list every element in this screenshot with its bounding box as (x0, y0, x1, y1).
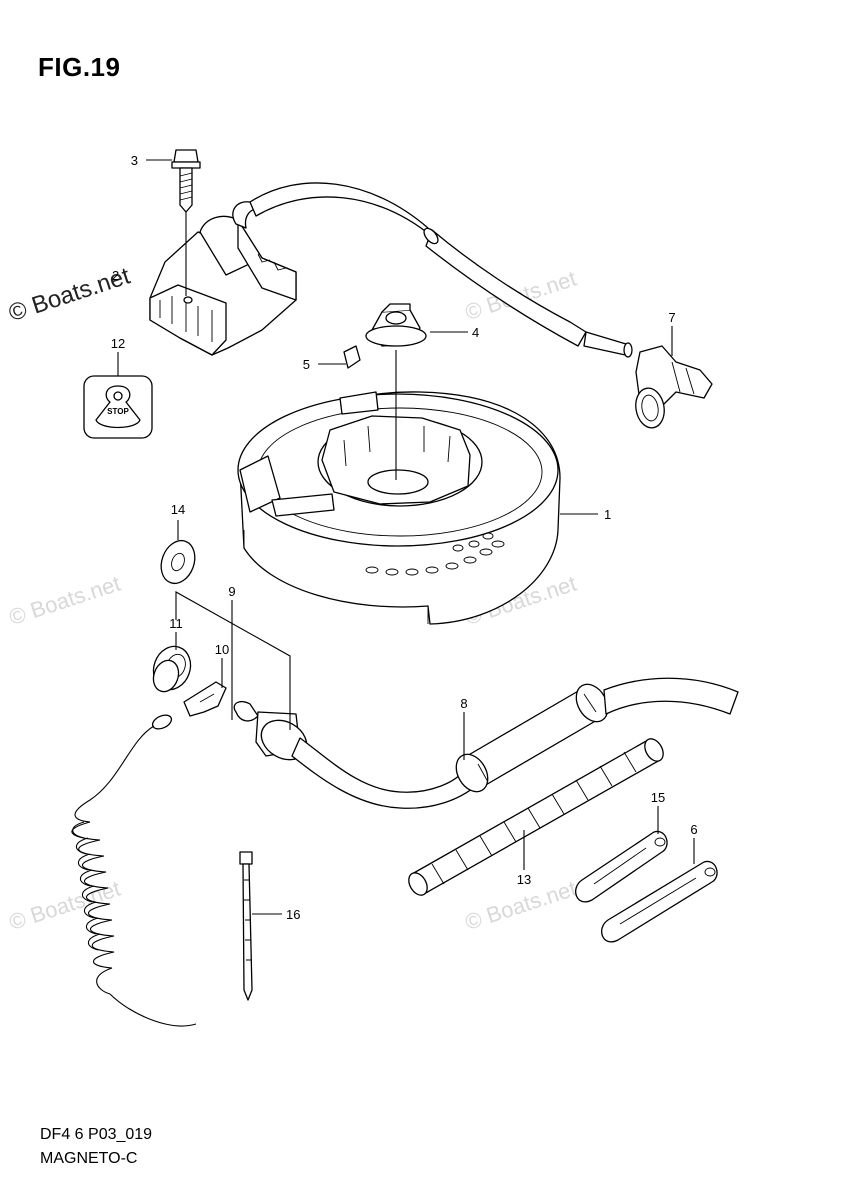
callout-8: 8 (460, 696, 467, 711)
flywheel-drawing (237, 391, 561, 625)
callout-7: 7 (668, 310, 675, 325)
callout-9: 9 (228, 584, 235, 599)
spiral-tube-drawing (408, 738, 664, 896)
stop-cable-drawing (233, 700, 479, 809)
callout-13: 13 (517, 872, 531, 887)
callout-10: 10 (215, 642, 229, 657)
callout-14: 14 (171, 502, 185, 517)
leader-lines (117, 159, 695, 915)
callout-12: 12 (111, 336, 125, 351)
figure-title: FIG.19 (38, 52, 121, 82)
callout-6: 6 (690, 822, 697, 837)
clips-drawing (575, 830, 718, 943)
callout-5: 5 (303, 357, 310, 372)
stop-switch-text: STOP (107, 407, 129, 416)
callout-3: 3 (131, 153, 138, 168)
small-parts-drawing (151, 539, 227, 730)
callout-15: 15 (651, 790, 665, 805)
ignition-coil-drawing (149, 149, 297, 356)
callout-16: 16 (286, 907, 300, 922)
lanyard-cord-drawing (71, 725, 197, 1027)
flywheel-nut-drawing (343, 303, 427, 369)
protector-tube-drawing (455, 677, 739, 793)
callout-2: 2 (112, 268, 119, 283)
diagram-code: DF4 6 P03_019 (40, 1126, 153, 1143)
high-tension-lead-drawing (249, 182, 713, 429)
callout-1: 1 (604, 507, 611, 522)
stop-switch-drawing: STOP (83, 375, 153, 439)
callout-4: 4 (472, 325, 479, 340)
cable-tie-drawing (239, 851, 253, 1001)
callout-11: 11 (169, 616, 183, 631)
diagram-name: MAGNETO-C (40, 1150, 138, 1167)
